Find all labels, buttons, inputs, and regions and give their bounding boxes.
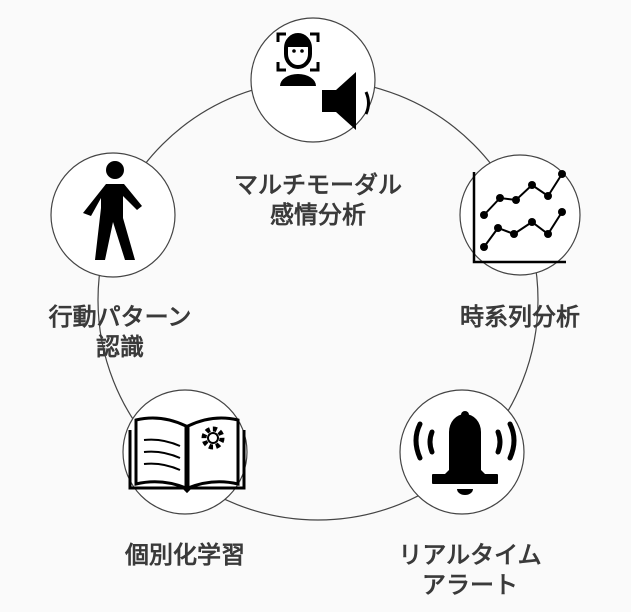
node-learning: [122, 389, 248, 515]
walking-person-icon: [83, 161, 142, 260]
label-line: マルチモーダル: [234, 171, 402, 199]
node-timeseries: [459, 154, 581, 276]
label-alert: リアルタイム アラート: [375, 540, 565, 600]
label-behavior: 行動パターン 認識: [20, 302, 220, 362]
label-timeseries: 時系列分析: [440, 302, 600, 332]
label-line: 感情分析: [270, 201, 366, 229]
node-multimodal: [250, 17, 376, 143]
label-line: 行動パターン: [48, 303, 192, 331]
speaker-icon: [322, 72, 370, 130]
label-learning: 個別化学習: [105, 540, 265, 570]
label-line: 認識: [96, 333, 144, 361]
book-gear-icon: [128, 416, 246, 494]
ringing-bell-icon: [413, 411, 517, 495]
label-line: 時系列分析: [460, 303, 580, 331]
label-line: 個別化学習: [125, 541, 245, 569]
node-alert: [399, 389, 525, 515]
line-chart-icon: [472, 170, 566, 264]
face-recognition-icon: [276, 32, 320, 86]
label-line: アラート: [422, 571, 518, 599]
label-multimodal: マルチモーダル 感情分析: [213, 170, 423, 230]
node-behavior: [50, 152, 176, 278]
label-line: リアルタイム: [398, 541, 542, 569]
